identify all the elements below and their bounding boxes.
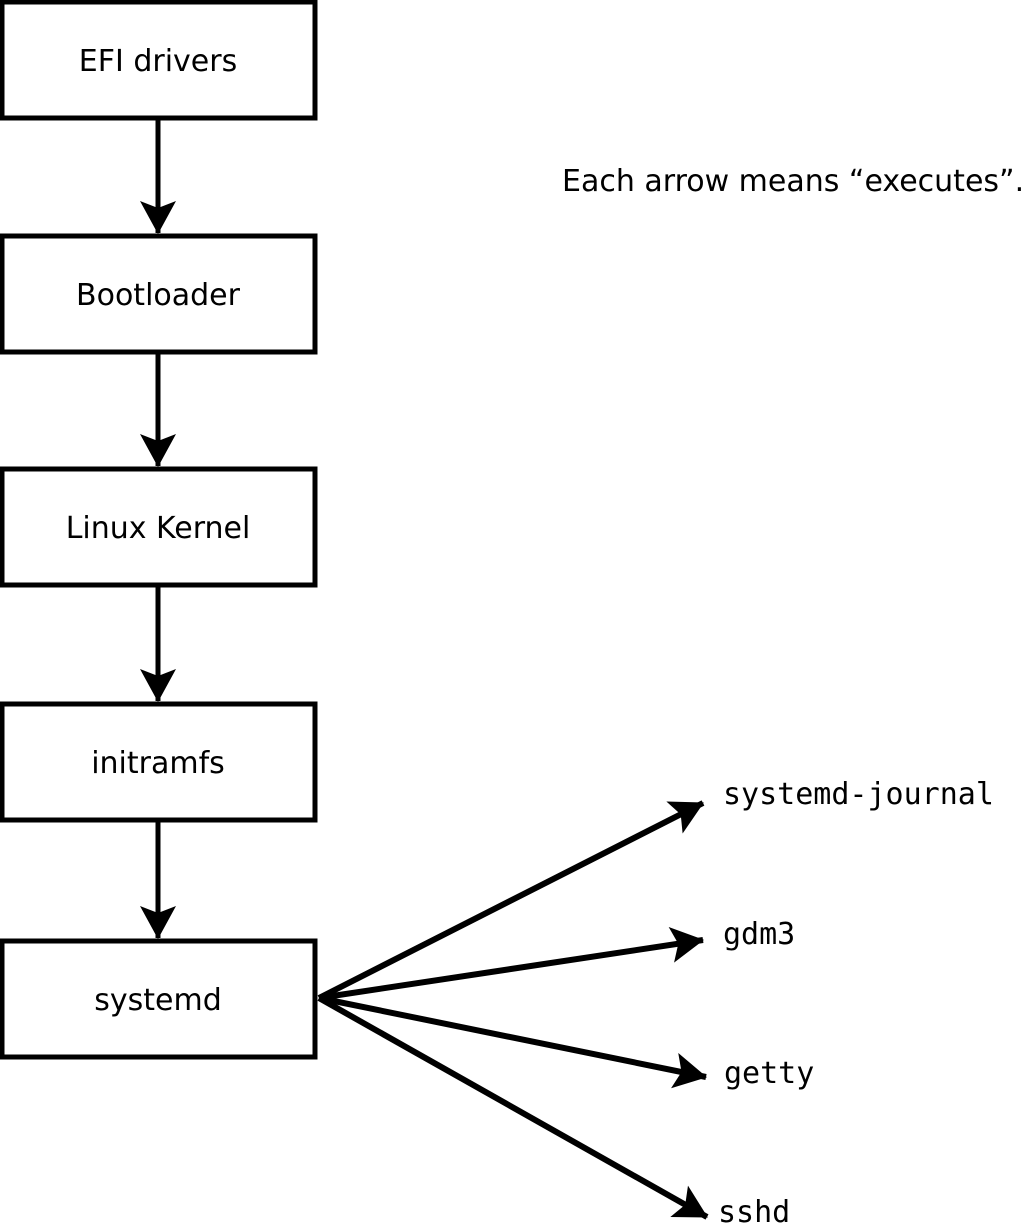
arrow-systemd-to-getty (318, 995, 707, 1089)
node-box (0, 701, 318, 823)
arrow-systemd-to-journal (317, 800, 705, 1001)
proc-label-systemd-journal: systemd-journal (723, 777, 994, 812)
arrow-systemd-to-sshd (317, 995, 709, 1220)
arrow-systemd-to-gdm3 (318, 926, 704, 1001)
node-label: Linux Kernel (66, 511, 251, 546)
node-efi-drivers: EFI drivers (0, 0, 318, 121)
node-box (0, 938, 318, 1060)
node-box (0, 233, 318, 355)
node-initramfs: initramfs (0, 701, 318, 823)
node-box (0, 466, 318, 588)
annotation-arrow-meaning: Each arrow means “executes”. (562, 164, 1023, 199)
node-label: systemd (94, 983, 222, 1018)
proc-label-gdm3: gdm3 (723, 917, 795, 952)
node-label: Bootloader (76, 278, 241, 313)
node-bootloader: Bootloader (0, 233, 318, 355)
node-label: EFI drivers (79, 44, 237, 79)
node-box (0, 0, 318, 121)
proc-label-sshd: sshd (718, 1195, 790, 1230)
proc-label-getty: getty (724, 1056, 814, 1091)
node-linux-kernel: Linux Kernel (0, 466, 318, 588)
node-label: initramfs (91, 746, 225, 781)
node-systemd: systemd (0, 938, 318, 1060)
